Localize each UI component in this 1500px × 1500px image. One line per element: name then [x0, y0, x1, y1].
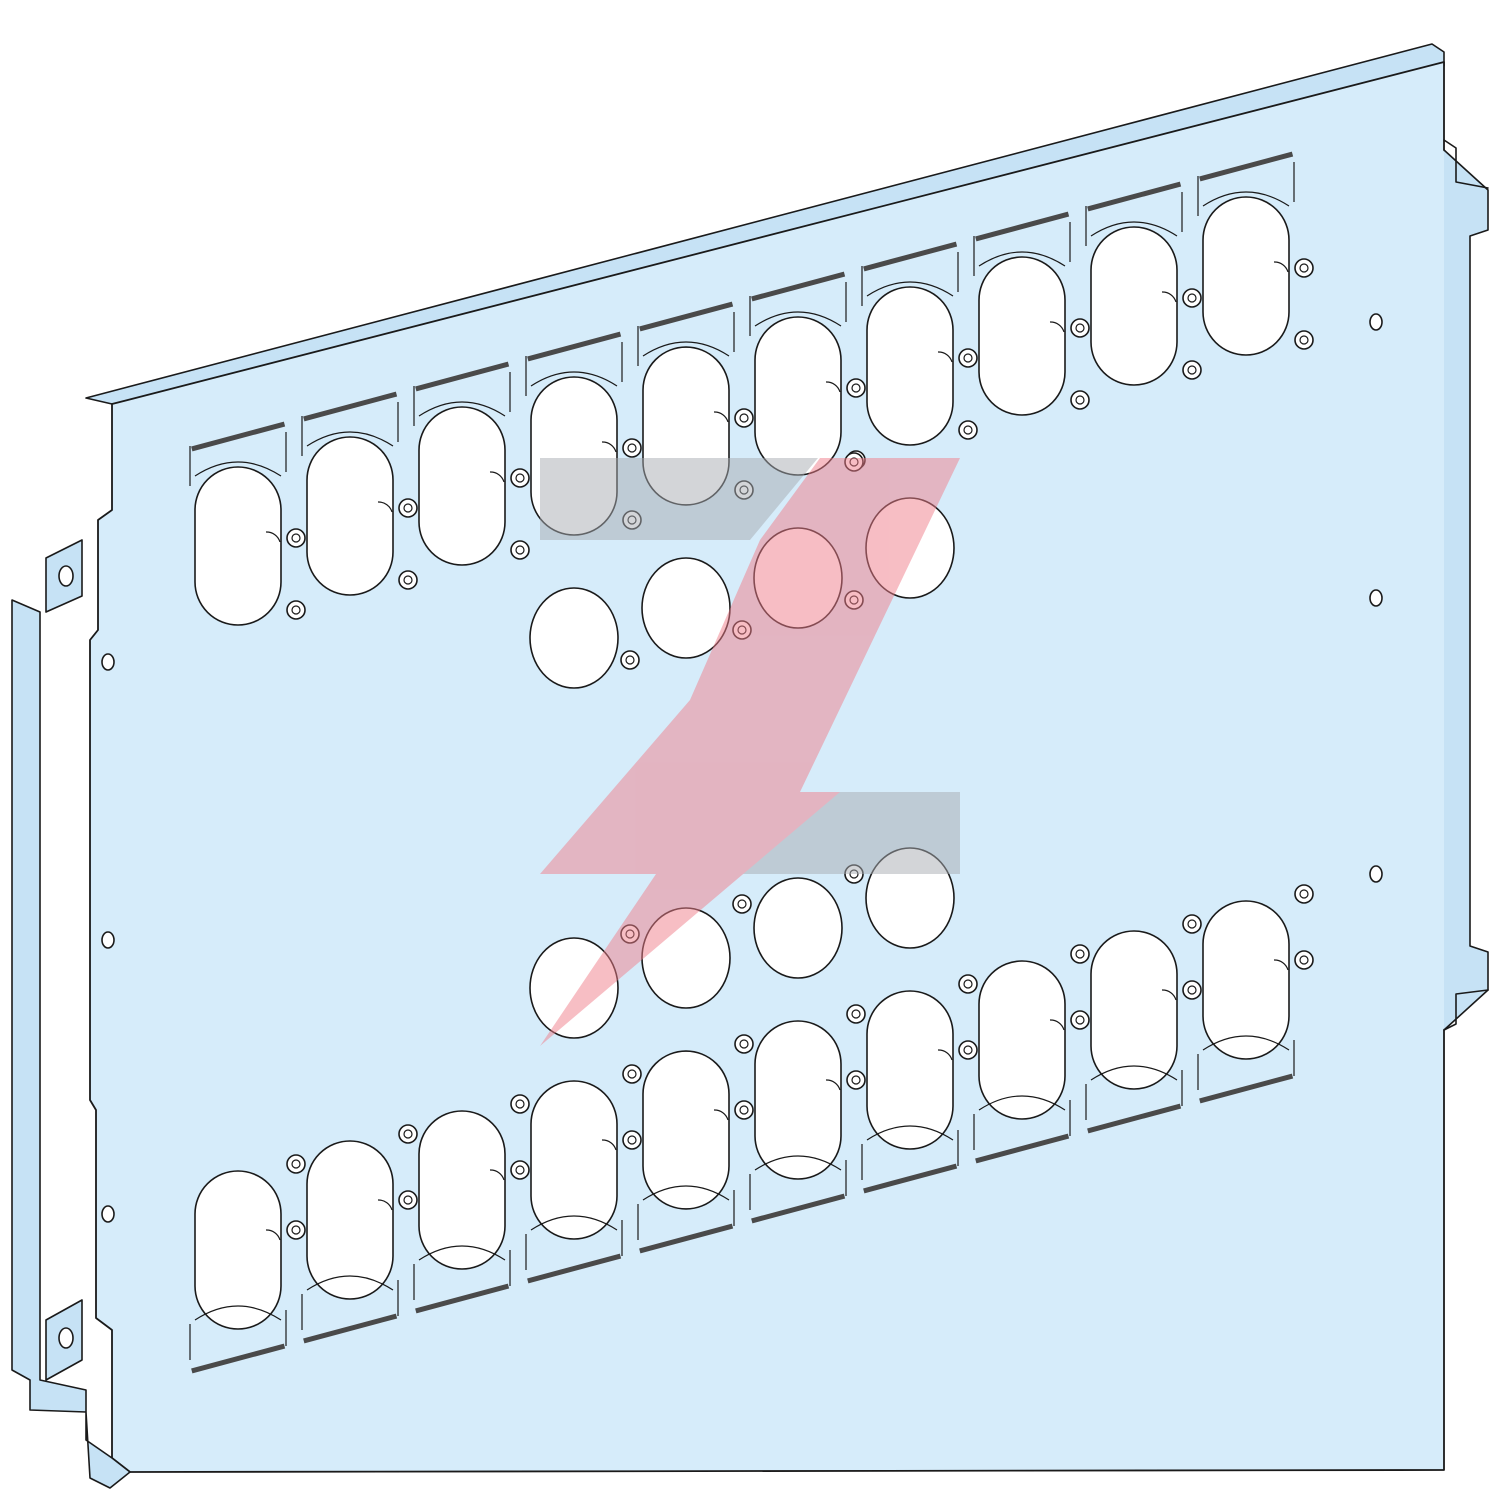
fixing-holes: [101, 313, 1383, 1223]
right-hook-bottom: [1443, 989, 1489, 1031]
fixing-hole: [101, 931, 115, 949]
right-bent-edge: [1443, 149, 1489, 1031]
fixing-hole: [1369, 865, 1383, 883]
bottom-cable-slot: [973, 944, 1090, 1164]
round-knockout-hole: [753, 877, 843, 979]
top-cable-slot: [973, 211, 1090, 416]
bottom-cable-slot: [301, 1124, 418, 1344]
top-cable-slot: [413, 361, 530, 566]
right-hook-top: [1443, 139, 1489, 189]
fixing-hole: [101, 653, 115, 671]
top-cable-slot: [189, 421, 306, 626]
bottom-cable-slot: [189, 1154, 306, 1374]
bottom-cable-slot: [413, 1094, 530, 1314]
bottom-cable-slot: [1085, 914, 1202, 1134]
bottom-cable-slot: [525, 1064, 642, 1284]
washer-hole: [732, 894, 752, 914]
left-tab-bottom: [45, 1299, 83, 1381]
fixing-hole: [1369, 589, 1383, 607]
bottom-oval-row: [189, 884, 1314, 1374]
fixing-hole: [101, 1205, 115, 1223]
lightning-bolt-watermark-icon: [540, 458, 960, 1046]
left-tab-top: [45, 539, 83, 613]
bottom-cable-slot: [861, 974, 978, 1194]
fixing-hole: [1369, 313, 1383, 331]
left-bent-edge: [11, 599, 131, 1489]
washer-hole: [620, 650, 640, 670]
round-knockout-hole: [641, 557, 731, 659]
top-cable-slot: [301, 391, 418, 596]
bottom-cable-slot: [749, 1004, 866, 1224]
top-cable-slot: [1197, 151, 1314, 356]
bottom-cable-slot: [637, 1034, 754, 1254]
bottom-cable-slot: [1197, 884, 1314, 1104]
round-knockout-hole: [529, 587, 619, 689]
top-oval-row: [189, 151, 1314, 626]
top-cable-slot: [1085, 181, 1202, 386]
top-cable-slot: [861, 241, 978, 446]
